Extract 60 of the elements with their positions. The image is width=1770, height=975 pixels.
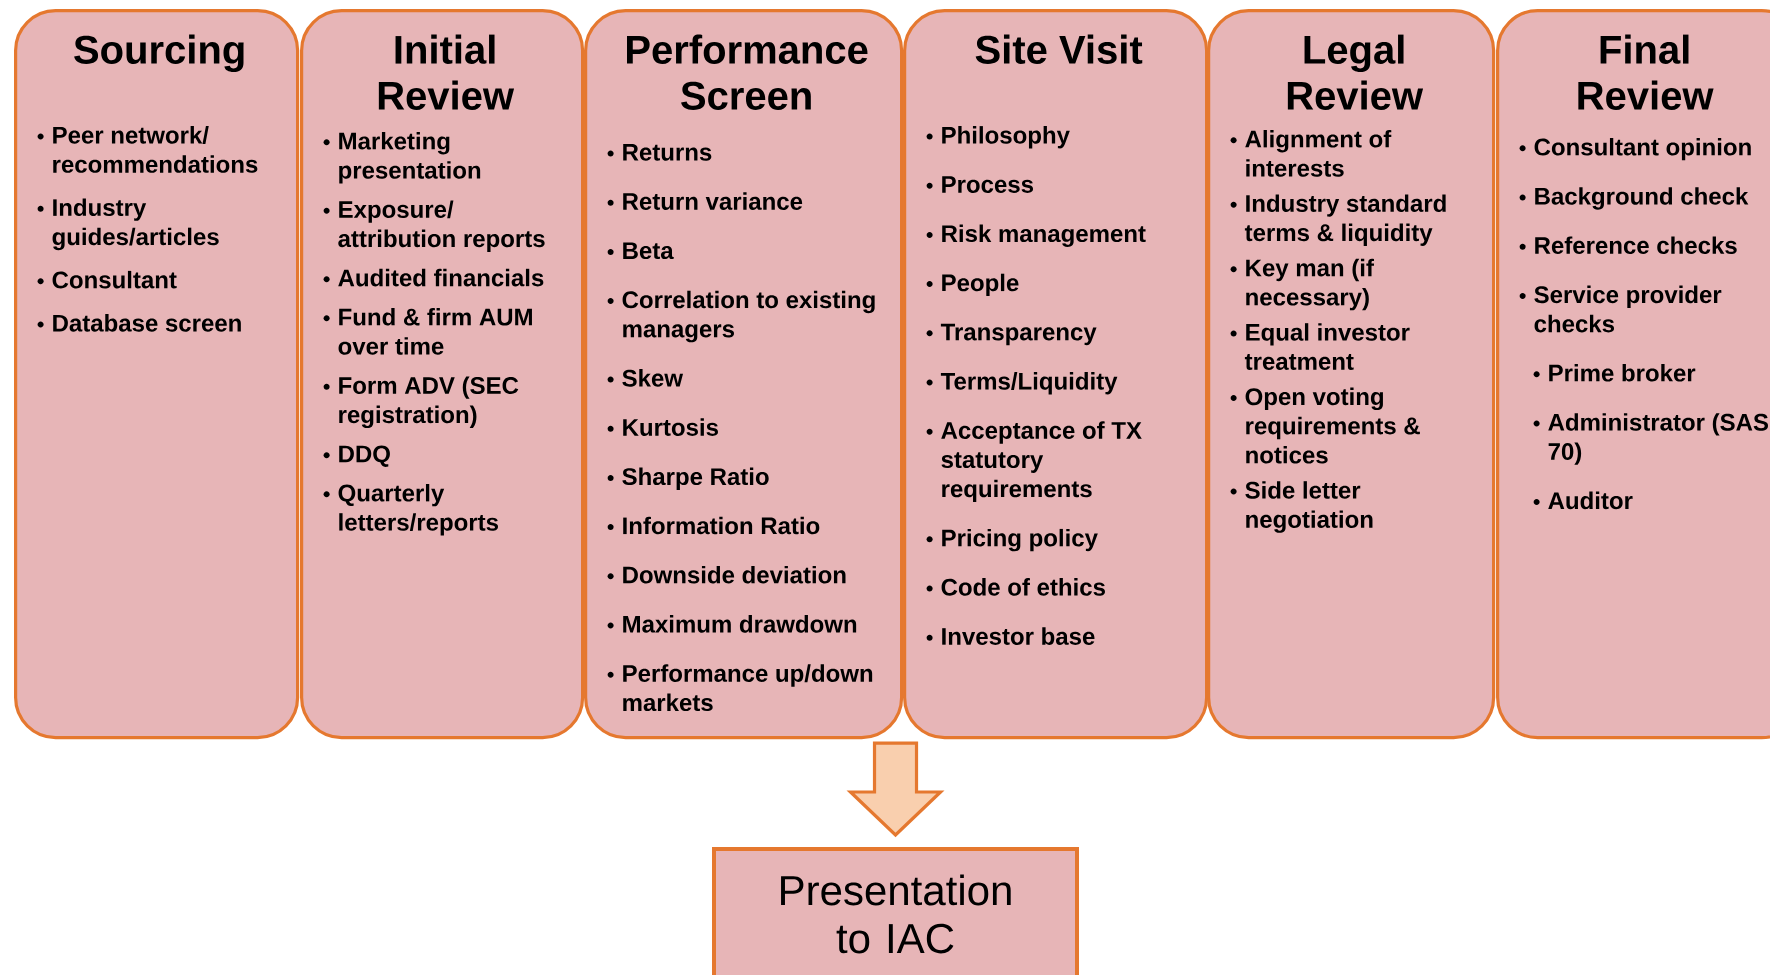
- bullet-item: Beta: [607, 242, 674, 260]
- stage-column: [14, 9, 300, 740]
- block-arrow: [846, 741, 945, 838]
- bullet-item: Form ADV (SEC registration): [323, 376, 519, 429]
- result-box: [712, 847, 1079, 975]
- column-heading: Performance Screen: [627, 34, 868, 110]
- bullet-item: Transparency: [926, 323, 1097, 346]
- bullet-item: Pricing policy: [926, 528, 1098, 552]
- column-heading: Sourcing: [74, 34, 244, 73]
- bullet-item: Key man (if necessary): [1230, 258, 1374, 311]
- bullet-item: Risk management: [926, 224, 1146, 247]
- stage-column: [903, 9, 1209, 740]
- bullet-item: Audited financials: [323, 268, 544, 287]
- bullet-item: Performance up/down markets: [607, 664, 873, 712]
- stage-column: [584, 9, 904, 740]
- bullet-item: Code of ethics: [926, 578, 1105, 596]
- bullet-item: Peer network/ recommendations: [37, 126, 258, 173]
- bullet-item: Quarterly letters/reports: [323, 484, 498, 536]
- bullet-item: Skew: [607, 369, 684, 387]
- bullet-item: Consultant opinion: [1519, 138, 1751, 161]
- column-heading: Legal Review: [1287, 34, 1424, 110]
- bullet-item: Administrator (SAS 70): [1533, 413, 1768, 465]
- bullet-item: Prime broker: [1533, 364, 1696, 382]
- bullet-item: Industry guides/articles: [37, 198, 219, 251]
- bullet-item: Alignment of interests: [1230, 130, 1392, 177]
- bullet-item: Process: [926, 176, 1033, 193]
- bullet-item: Downside deviation: [607, 565, 846, 584]
- bullet-item: Terms/Liquidity: [926, 372, 1118, 395]
- bullet-item: Returns: [607, 144, 712, 161]
- bullet-item: Background check: [1519, 187, 1749, 210]
- bullet-item: People: [926, 273, 1019, 297]
- bullet-item: Philosophy: [926, 126, 1070, 149]
- bullet-item: Reference checks: [1519, 236, 1737, 254]
- bullet-item: Marketing presentation: [323, 132, 481, 184]
- bullet-item: Exposure/ attribution reports: [323, 200, 545, 252]
- bullet-item: Return variance: [607, 192, 803, 210]
- stage-column: [300, 9, 585, 740]
- bullet-item: Open voting requirements & notices: [1230, 387, 1420, 464]
- column-heading: Site Visit: [975, 34, 1143, 64]
- bullet-item: Maximum drawdown: [607, 615, 857, 633]
- box-text: Presentation to IAC: [781, 874, 1011, 954]
- bullet-item: Sharpe Ratio: [607, 467, 769, 490]
- bullet-item: Acceptance of TX statutory requirements: [926, 421, 1142, 503]
- column-heading: Initial Review: [378, 34, 515, 110]
- bullet-item: Fund & firm AUM over time: [323, 308, 532, 355]
- bullet-item: Industry standard terms & liquidity: [1230, 194, 1446, 246]
- bullet-item: Database screen: [37, 314, 241, 332]
- stage-column: [1496, 9, 1770, 740]
- bullet-item: DDQ: [323, 445, 390, 467]
- bullet-item: Side letter negotiation: [1230, 481, 1373, 533]
- bullet-item: Service provider checks: [1519, 285, 1722, 333]
- bullet-item: Correlation to existing managers: [607, 290, 875, 343]
- bullet-item: Information Ratio: [607, 516, 820, 535]
- bullet-item: Kurtosis: [607, 418, 718, 436]
- bullet-item: Equal investor treatment: [1230, 323, 1410, 370]
- bullet-item: Auditor: [1533, 491, 1633, 510]
- bullet-item: Consultant: [37, 270, 177, 289]
- bullet-item: Investor base: [926, 627, 1095, 645]
- column-heading: Final Review: [1578, 34, 1714, 110]
- stage-column: [1207, 9, 1496, 740]
